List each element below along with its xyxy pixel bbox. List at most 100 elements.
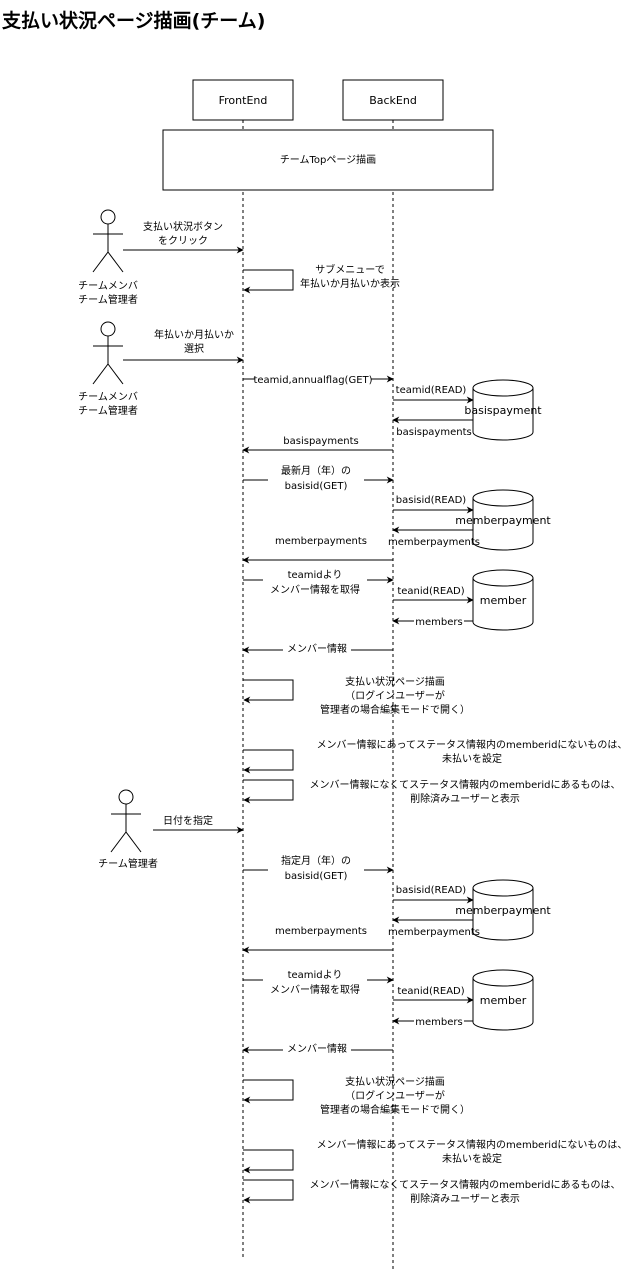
message-get-member-info-1: teamidより メンバー情報を取得 [243,568,394,596]
message-return-memberpayments-2: memberpayments [242,926,393,954]
message-1-label-line-1: サブメニューで [315,263,384,276]
top-page-box-label: チームTopページ描画 [280,153,376,166]
message-return-memberpayments-db-2: memberpayments [388,916,480,938]
message-set-unpaid-2: メンバー情報にあってステータス情報内のmemberidにないものは、 未払いを設… [243,1138,628,1174]
message-10-label-line-1: memberpayments [275,536,367,547]
message-14-label-line-1: メンバー情報 [287,642,347,655]
message-17-label-line-2: 削除済みユーザーと表示 [410,792,520,805]
message-7-label-line-2: basisid(GET) [285,481,348,492]
message-23-label-line-2: メンバー情報を取得 [270,983,360,996]
message-7-label-line-1: 最新月（年）の [281,464,351,477]
message-return-member-info-1: メンバー情報 [242,642,393,656]
message-read-teanid-1: teanid(READ) [393,586,474,604]
message-11-label-line-1: teamidより [288,569,343,581]
message-9-label-line-1: memberpayments [388,537,480,548]
message-20-label-line-1: basisid(READ) [396,885,467,896]
database-member-2-label: member [480,994,527,1007]
database-member-1-label: member [480,594,527,607]
actor-1-label-line-1: チームメンバ [78,280,138,292]
database-basispayment-label: basispayment [464,404,542,417]
frontend-label: FrontEnd [219,94,268,107]
actor-1-label-line-2: チーム管理者 [78,293,138,306]
message-render-payment-page-2: 支払い状況ページ描画 （ログインユーザーが 管理者の場合編集モードで開く） [243,1075,470,1116]
message-select-annual-monthly: 年払いか月払いか 選択 [123,328,244,364]
message-28-label-line-2: 未払いを設定 [442,1152,502,1165]
actor-1 [92,209,124,273]
database-memberpayment-2-label: memberpayment [455,904,551,917]
message-13-label-line-1: members [415,617,462,628]
message-22-label-line-1: memberpayments [275,926,367,937]
frontend-participant: FrontEnd [192,79,294,121]
message-16-label-line-2: 未払いを設定 [442,752,502,765]
message-return-members-db-1: members [392,615,473,628]
message-18-label-line-1: 日付を指定 [163,814,213,827]
message-read-teamid: teamid(READ) [393,385,474,404]
message-15-label-line-3: 管理者の場合編集モードで開く） [320,703,470,716]
actor-3 [110,789,142,853]
message-return-basispayments-db: basispayments [392,416,473,438]
actor-2-label-line-1: チームメンバ [78,391,138,403]
message-return-members-db-2: members [392,1015,473,1028]
message-29-label-line-1: メンバー情報になくてステータス情報内のmemberidにあるものは、 [309,1178,620,1191]
message-return-memberpayments-db-1: memberpayments [388,526,480,548]
message-6-label-line-1: basispayments [283,436,358,447]
message-set-unpaid-1: メンバー情報にあってステータス情報内のmemberidにないものは、 未払いを設… [243,738,628,774]
message-8-label-line-1: basisid(READ) [396,495,467,506]
message-26-label-line-1: メンバー情報 [287,1042,347,1055]
message-read-basisid-2: basisid(READ) [393,885,474,904]
message-27-label-line-2: （ログインユーザーが [345,1089,445,1102]
database-memberpayment-1: memberpayment [455,489,551,551]
message-read-basisid-1: basisid(READ) [393,495,474,514]
message-get-specified-basisid: 指定月（年）の basisid(GET) [243,853,394,883]
top-page-box: チームTopページ描画 [162,129,494,191]
message-return-member-info-2: メンバー情報 [242,1042,393,1056]
message-24-label-line-1: teanid(READ) [397,986,464,997]
message-1-label-line-2: 年払いか月払いか表示 [300,277,400,290]
message-show-deleted-user-1: メンバー情報になくてステータス情報内のmemberidにあるものは、 削除済みユ… [243,778,621,805]
message-click-payment-button: 支払い状況ボタン をクリック [123,220,244,254]
database-memberpayment-1-label: memberpayment [455,514,551,527]
message-get-latest-basisid: 最新月（年）の basisid(GET) [243,463,394,493]
message-23-label-line-1: teamidより [288,969,343,981]
message-show-deleted-user-2: メンバー情報になくてステータス情報内のmemberidにあるものは、 削除済みユ… [243,1178,621,1205]
message-return-memberpayments-1: memberpayments [242,536,393,564]
message-27-label-line-1: 支払い状況ページ描画 [345,1075,445,1088]
message-11-label-line-2: メンバー情報を取得 [270,583,360,596]
message-0-label-line-2: をクリック [158,235,208,247]
actor-2 [92,321,124,385]
message-27-label-line-3: 管理者の場合編集モードで開く） [320,1103,470,1116]
message-read-teanid-2: teanid(READ) [393,986,474,1004]
message-28-label-line-1: メンバー情報にあってステータス情報内のmemberidにないものは、 [317,1138,628,1151]
message-render-payment-page-1: 支払い状況ページ描画 （ログインユーザーが 管理者の場合編集モードで開く） [243,675,470,716]
message-19-label-line-1: 指定月（年）の [281,854,351,867]
backend-label: BackEnd [369,94,417,107]
message-get-teamid-annualflag: teamid,annualflag(GET) [243,372,394,386]
actor-3-label: チーム管理者 [98,857,158,870]
message-29-label-line-2: 削除済みユーザーと表示 [410,1192,520,1205]
message-12-label-line-1: teanid(READ) [397,586,464,597]
message-0-label-line-1: 支払い状況ボタン [143,220,223,233]
message-2-label-line-2: 選択 [184,342,204,355]
message-specify-date: 日付を指定 [153,814,244,834]
message-15-label-line-1: 支払い状況ページ描画 [345,675,445,688]
message-15-label-line-2: （ログインユーザーが [345,689,445,702]
message-19-label-line-2: basisid(GET) [285,871,348,882]
message-3-label-line-1: teamid,annualflag(GET) [253,375,372,386]
message-5-label-line-1: basispayments [396,427,471,438]
backend-participant: BackEnd [342,79,444,121]
message-21-label-line-1: memberpayments [388,927,480,938]
message-25-label-line-1: members [415,1017,462,1028]
message-get-member-info-2: teamidより メンバー情報を取得 [243,968,394,996]
message-return-basispayments: basispayments [242,436,393,454]
message-2-label-line-1: 年払いか月払いか [154,328,234,341]
message-show-submenu: サブメニューで 年払いか月払いか表示 [243,263,400,294]
message-17-label-line-1: メンバー情報になくてステータス情報内のmemberidにあるものは、 [309,778,620,791]
actor-2-label-line-2: チーム管理者 [78,404,138,417]
database-memberpayment-2: memberpayment [455,879,551,941]
message-4-label-line-1: teamid(READ) [396,385,467,396]
database-basispayment: basispayment [464,379,542,441]
database-member-1: member [472,569,534,631]
message-16-label-line-1: メンバー情報にあってステータス情報内のmemberidにないものは、 [317,738,628,751]
diagram-title: 支払い状況ページ描画(チーム) [1,9,265,32]
